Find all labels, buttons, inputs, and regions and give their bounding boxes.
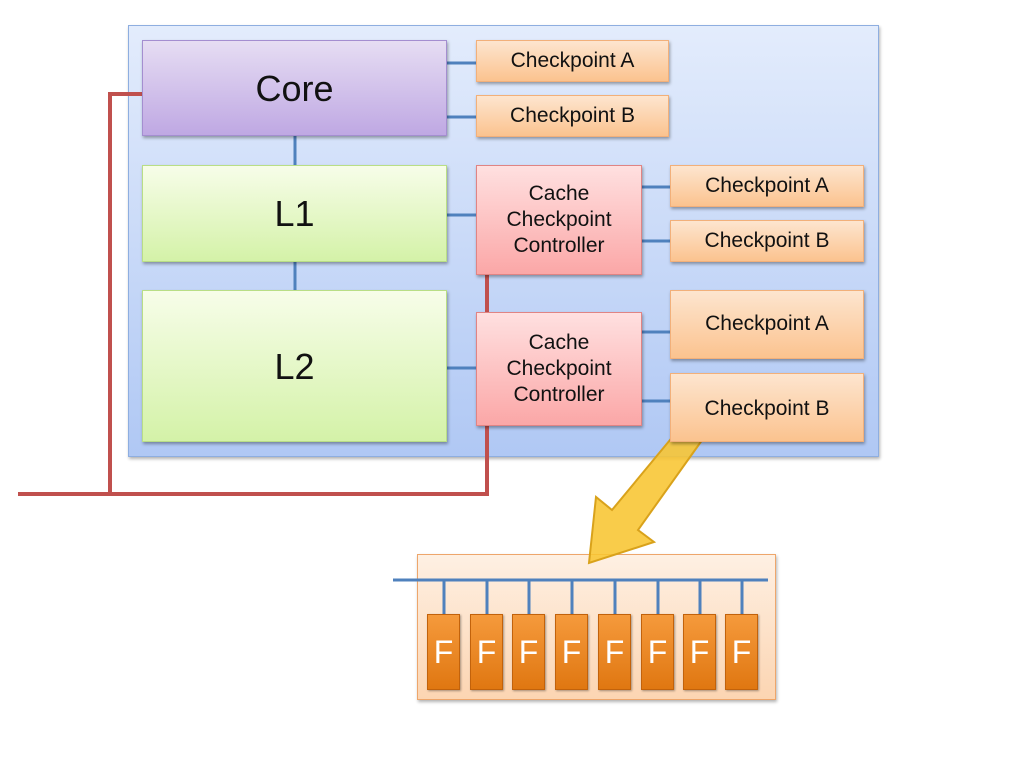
l2-checkpoint-a: Checkpoint A xyxy=(670,290,864,359)
flipflop-label: F xyxy=(604,634,625,670)
checkpoint-label: Checkpoint A xyxy=(510,48,635,72)
core-label: Core xyxy=(255,67,334,109)
l1-cache-block: L1 xyxy=(142,165,447,262)
flipflop-label: F xyxy=(647,634,668,670)
flipflop-5: F xyxy=(598,614,631,690)
flipflop-8: F xyxy=(725,614,758,690)
core-checkpoint-a: Checkpoint A xyxy=(476,40,669,82)
flipflop-label: F xyxy=(518,634,539,670)
l2-cache-checkpoint-controller: Cache Checkpoint Controller xyxy=(476,312,642,426)
checkpoint-label: Checkpoint B xyxy=(510,103,635,127)
checkpoint-label: Checkpoint B xyxy=(704,397,830,421)
flipflop-label: F xyxy=(476,634,497,670)
flipflop-label: F xyxy=(689,634,710,670)
core-checkpoint-b: Checkpoint B xyxy=(476,95,669,137)
flipflop-label: F xyxy=(433,634,454,670)
controller-label: Cache Checkpoint Controller xyxy=(506,181,612,258)
l2-checkpoint-b: Checkpoint B xyxy=(670,373,864,442)
flipflop-1: F xyxy=(427,614,460,690)
l2-cache-block: L2 xyxy=(142,290,447,442)
l1-cache-checkpoint-controller: Cache Checkpoint Controller xyxy=(476,165,642,275)
controller-label: Cache Checkpoint Controller xyxy=(506,330,612,407)
l1-checkpoint-a: Checkpoint A xyxy=(670,165,864,207)
flipflop-label: F xyxy=(731,634,752,670)
flipflop-6: F xyxy=(641,614,674,690)
flipflop-label: F xyxy=(561,634,582,670)
checkpoint-label: Checkpoint A xyxy=(705,173,829,197)
l1-label: L1 xyxy=(274,193,315,234)
core-block: Core xyxy=(142,40,447,136)
flipflop-4: F xyxy=(555,614,588,690)
l2-label: L2 xyxy=(274,345,315,387)
flipflop-2: F xyxy=(470,614,503,690)
checkpoint-label: Checkpoint B xyxy=(704,228,830,252)
flipflop-7: F xyxy=(683,614,716,690)
checkpoint-label: Checkpoint A xyxy=(705,312,829,336)
l1-checkpoint-b: Checkpoint B xyxy=(670,220,864,262)
flipflop-3: F xyxy=(512,614,545,690)
